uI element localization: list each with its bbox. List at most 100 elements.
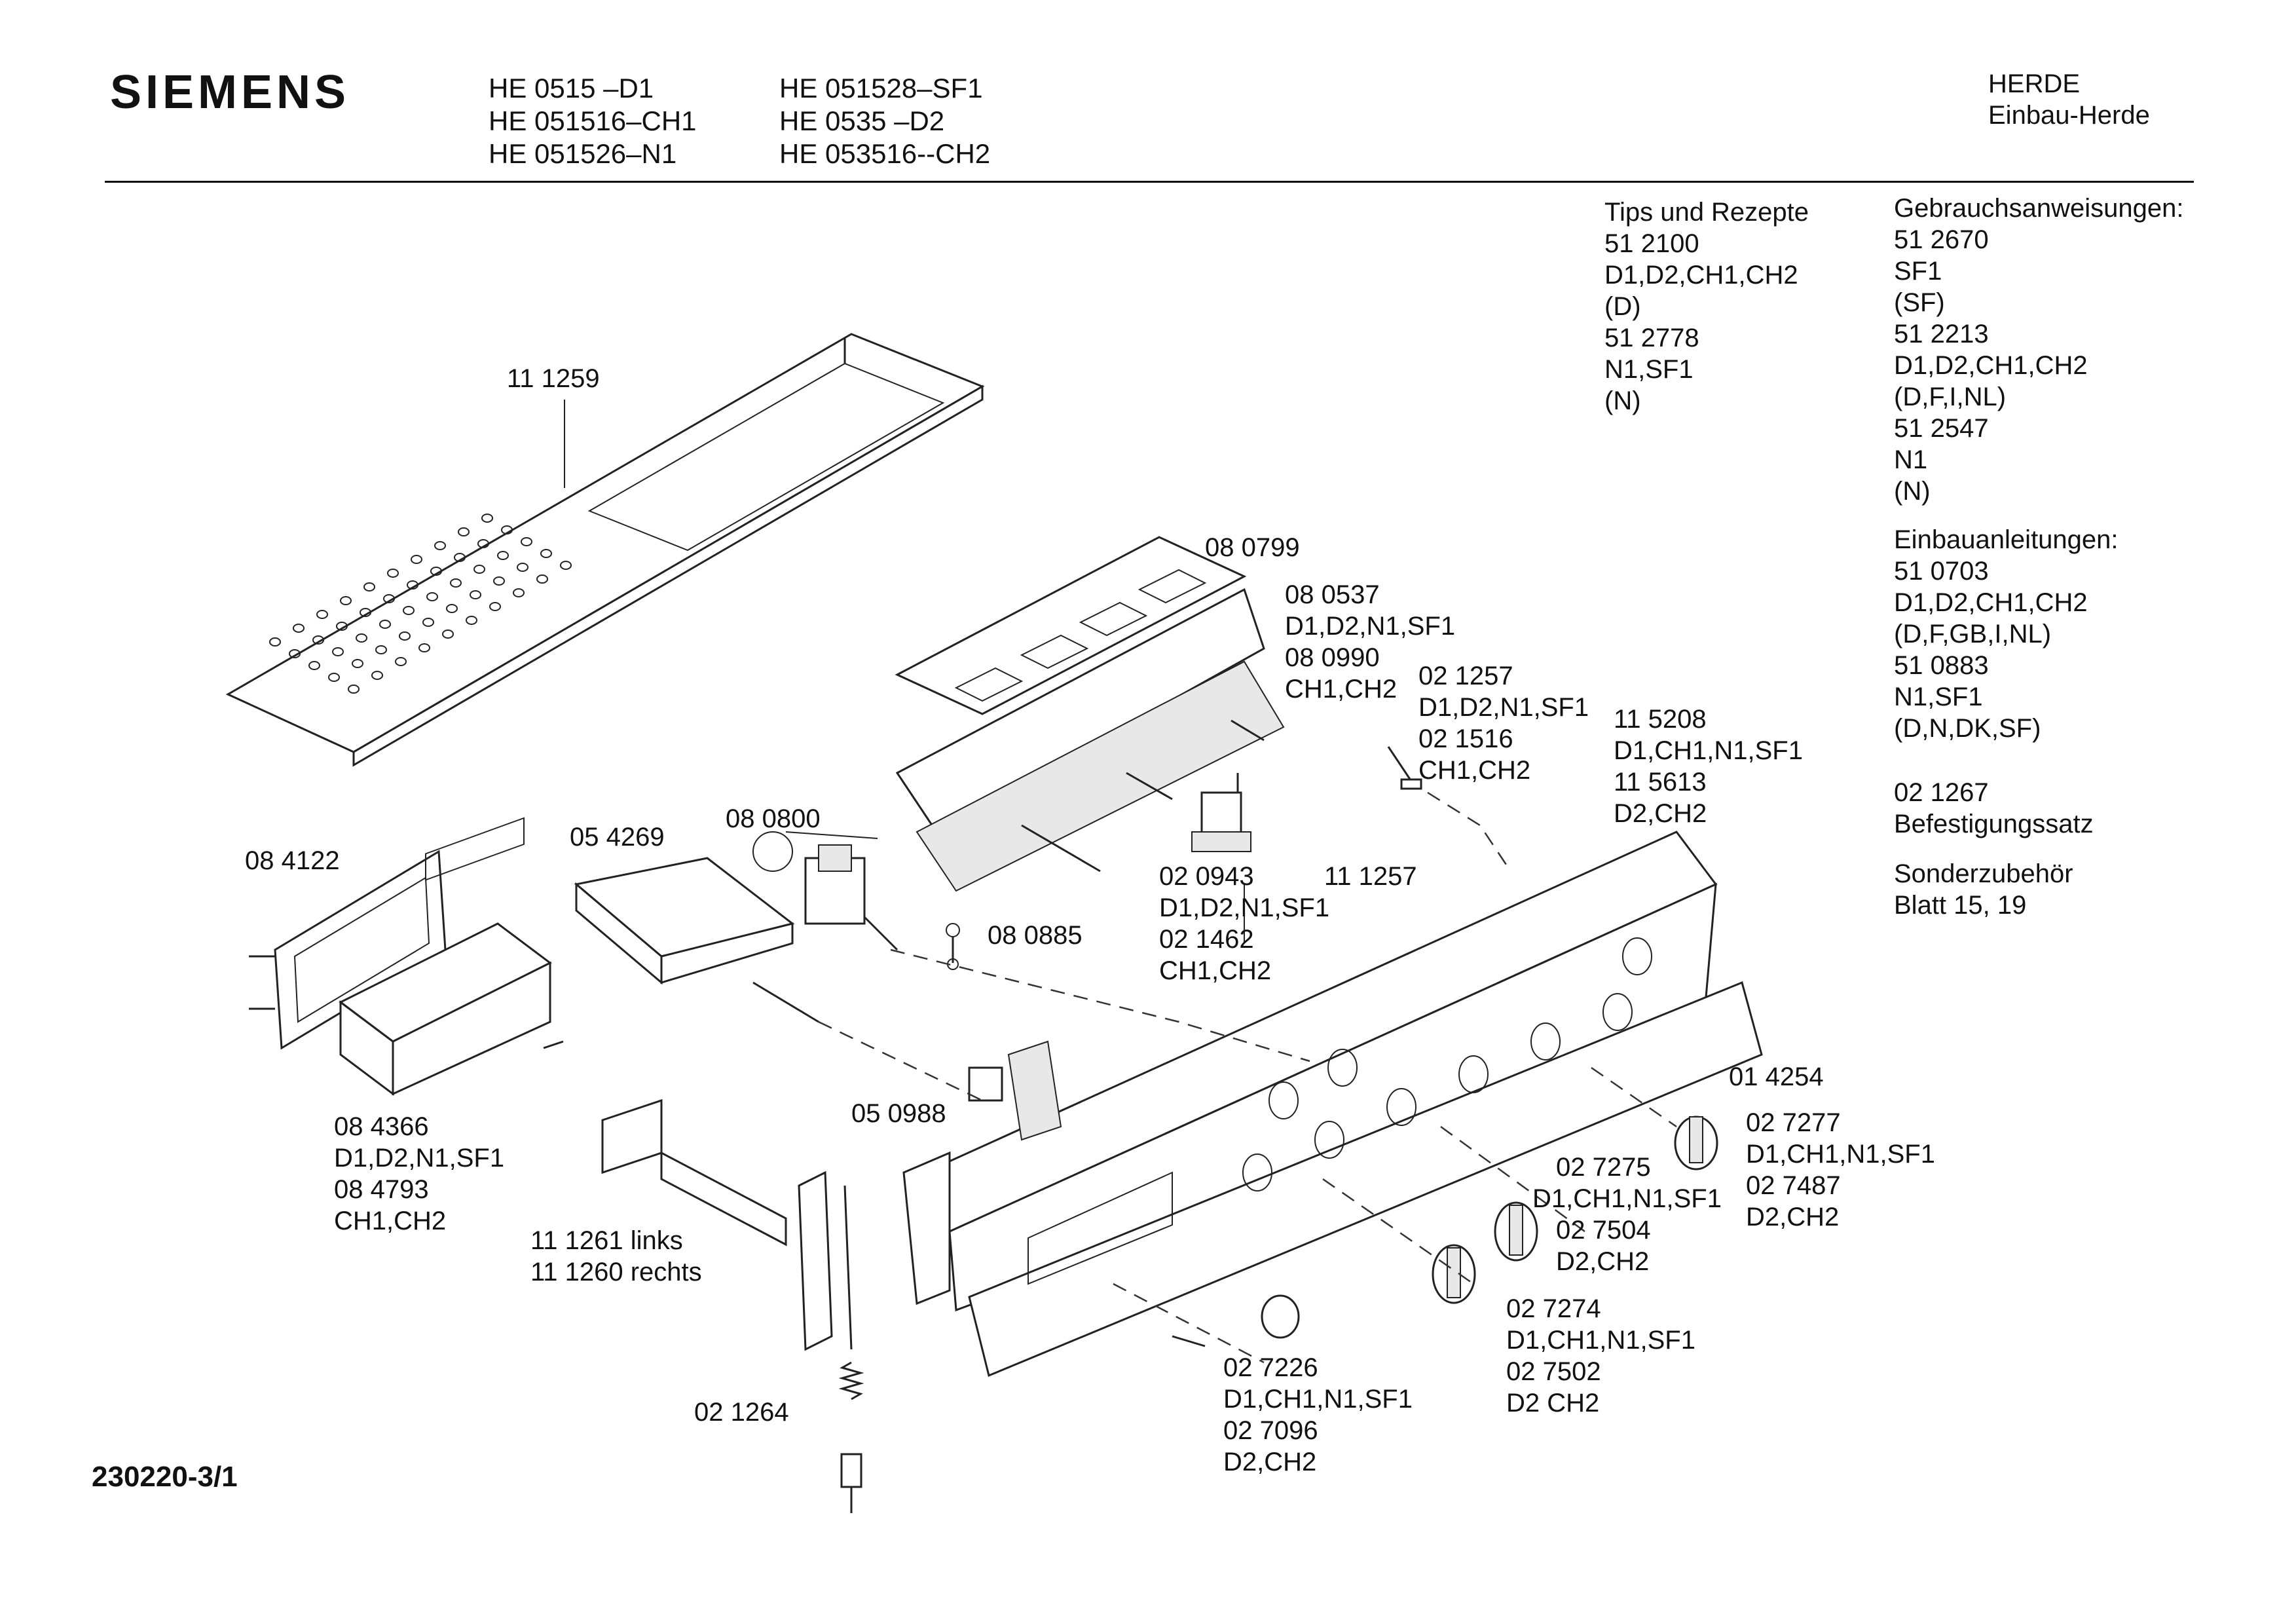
perforation-hole xyxy=(379,620,391,629)
perforation-hole xyxy=(360,608,371,617)
switch-block-080537 xyxy=(895,536,1285,892)
top-panel-111259 xyxy=(225,333,985,767)
part-label-111261: 11 1261 links 11 1260 rechts xyxy=(530,1225,702,1288)
perforation-hole xyxy=(316,610,328,619)
install-line: 51 0883 xyxy=(1894,651,1989,680)
perforation-hole xyxy=(430,567,442,576)
install-line: 51 0703 xyxy=(1894,557,1989,586)
part-label-050988: 05 0988 xyxy=(851,1098,946,1129)
model-number: HE 051526–N1 xyxy=(489,138,677,169)
part-label-080799: 08 0799 xyxy=(1205,532,1300,563)
brand-logo: SIEMENS xyxy=(110,66,350,119)
kit-block: 02 1267 Befestigungssatz xyxy=(1894,777,2094,840)
spring-021264 xyxy=(838,1361,864,1513)
perforation-hole xyxy=(363,582,375,591)
tips-line: D1,D2,CH1,CH2 xyxy=(1604,261,1798,290)
part-number: 02 1516 xyxy=(1418,724,1513,753)
part-number: 02 7277 xyxy=(1746,1108,1841,1137)
front-panel-115208 xyxy=(902,831,1763,1378)
perforation-hole xyxy=(308,661,320,670)
part-number: 08 0799 xyxy=(1205,533,1300,562)
perforation-hole xyxy=(371,671,383,680)
install-line: D1,D2,CH1,CH2 xyxy=(1894,588,2088,617)
knob-hole xyxy=(1458,1055,1489,1093)
perforation-hole xyxy=(422,618,434,627)
part-number: 08 4793 xyxy=(334,1175,429,1204)
perforation-hole xyxy=(560,561,572,570)
variant-list: D1,CH1,N1,SF1 xyxy=(1223,1385,1413,1414)
part-number: 02 7275 xyxy=(1556,1153,1651,1182)
perforation-hole xyxy=(442,629,454,639)
variant-list: D1,CH1,N1,SF1 xyxy=(1506,1326,1695,1355)
perforation-hole xyxy=(470,590,481,599)
perforation-hole xyxy=(454,553,466,562)
manuals-line: SF1 xyxy=(1894,257,1942,286)
manuals-line: Gebrauchsanweisungen: xyxy=(1894,194,2184,223)
part-number: 08 4122 xyxy=(245,846,340,875)
part-label-084366: 08 4366 D1,D2,N1,SF1 08 4793 CH1,CH2 xyxy=(334,1111,504,1237)
perforation-hole xyxy=(446,604,458,613)
model-number: HE 051528–SF1 xyxy=(779,73,983,103)
relay-020943 xyxy=(1191,773,1251,852)
part-number: 11 5208 xyxy=(1614,705,1707,734)
part-number: 08 4366 xyxy=(334,1112,429,1141)
part-label-080800: 08 0800 xyxy=(726,803,821,835)
variant-list: D1,CH1,N1,SF1 xyxy=(1532,1184,1722,1213)
perforation-hole xyxy=(513,588,525,597)
knob-hole xyxy=(1327,1049,1358,1087)
variant-list: D2,CH2 xyxy=(1556,1247,1650,1276)
variant-list: D1,CH1,N1,SF1 xyxy=(1614,736,1803,765)
perforation-hole xyxy=(426,592,438,601)
part-number: 02 1257 xyxy=(1418,662,1513,690)
part-number: 08 0885 xyxy=(988,921,1083,950)
perforation-hole xyxy=(387,569,399,578)
perforation-hole xyxy=(540,549,552,558)
part-label-027277: 02 7277 D1,CH1,N1,SF1 02 7487 D2,CH2 xyxy=(1746,1107,1935,1233)
knob-hole xyxy=(1622,937,1652,975)
perforation-hole xyxy=(434,541,446,550)
variant-list: CH1,CH2 xyxy=(1418,756,1531,785)
variant-list: CH1,CH2 xyxy=(1285,675,1398,704)
part-label-021264: 02 1264 xyxy=(694,1397,789,1428)
part-label-020943: 02 0943 D1,D2,N1,SF1 02 1462 CH1,CH2 xyxy=(1159,861,1329,986)
perforation-hole xyxy=(289,649,301,658)
knob-hole xyxy=(1530,1023,1561,1060)
perforation-hole xyxy=(458,527,470,536)
part-label-021257: 02 1257 D1,D2,N1,SF1 02 1516 CH1,CH2 xyxy=(1418,660,1589,786)
part-label-115208: 11 5208 D1,CH1,N1,SF1 11 5613 D2,CH2 xyxy=(1614,704,1803,829)
part-label-080537: 08 0537 D1,D2,N1,SF1 08 0990 CH1,CH2 xyxy=(1285,579,1455,705)
part-number: 05 4269 xyxy=(570,823,665,852)
model-number: HE 0515 –D1 xyxy=(489,73,654,103)
perforation-hole xyxy=(536,574,548,584)
perforation-hole xyxy=(521,537,532,546)
manuals-line: 51 2670 xyxy=(1894,225,1989,254)
perforation-hole xyxy=(375,645,387,654)
part-number: 11 1259 xyxy=(507,364,600,393)
part-number: 02 1264 xyxy=(694,1398,789,1427)
knob-hole xyxy=(1314,1121,1344,1159)
connector-021257 xyxy=(1387,746,1422,790)
category-title: HERDE xyxy=(1988,69,2081,98)
part-label-054269: 05 4269 xyxy=(570,821,665,853)
perforation-hole xyxy=(403,606,415,615)
model-number: HE 051516–CH1 xyxy=(489,105,697,136)
part-label-027274: 02 7274 D1,CH1,N1,SF1 02 7502 D2 CH2 xyxy=(1506,1293,1695,1419)
part-number: 05 0988 xyxy=(851,1099,946,1128)
variant-list: D1,D2,N1,SF1 xyxy=(1285,612,1456,641)
manuals-line: (N) xyxy=(1894,477,1931,506)
part-label-027226: 02 7226 D1,CH1,N1,SF1 02 7096 D2,CH2 xyxy=(1223,1352,1413,1478)
perforation-hole xyxy=(340,596,352,605)
perforation-hole xyxy=(477,539,489,548)
variant-list: D1,D2,N1,SF1 xyxy=(1418,693,1589,722)
part-number: 11 1257 xyxy=(1324,862,1417,891)
header-divider xyxy=(105,181,2194,183)
tips-line: 51 2778 xyxy=(1604,324,1699,352)
accessories-line: Sonderzubehör xyxy=(1894,859,2073,888)
manuals-block: Gebrauchsanweisungen: 51 2670 SF1 (SF) 5… xyxy=(1894,193,2184,507)
part-number: 02 7096 xyxy=(1223,1416,1318,1445)
perforation-hole xyxy=(399,631,411,641)
part-number: 02 7502 xyxy=(1506,1357,1601,1386)
variant-list: CH1,CH2 xyxy=(1159,956,1272,985)
manuals-line: 51 2213 xyxy=(1894,320,1989,348)
